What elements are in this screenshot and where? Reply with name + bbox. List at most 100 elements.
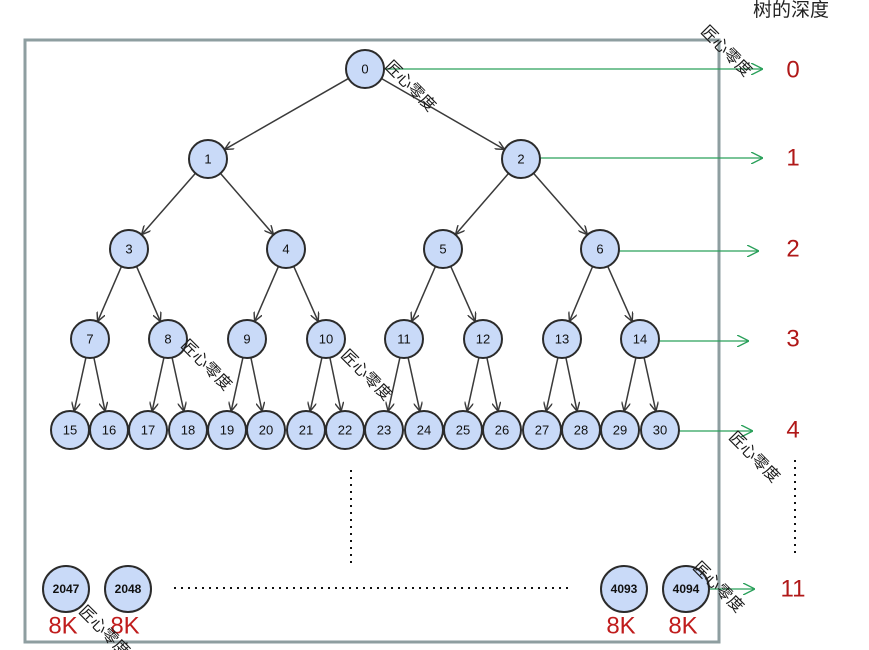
tree-node: 29: [600, 410, 640, 450]
tree-edge: [624, 357, 637, 411]
node-label: 23: [377, 423, 391, 438]
depth-header-label: 树的深度: [753, 0, 829, 21]
tree-edge: [74, 357, 87, 411]
node-circle: [227, 319, 267, 359]
node-circle: [246, 410, 286, 450]
node-label: 5: [439, 242, 446, 257]
node-label: 22: [338, 423, 352, 438]
node-label: 14: [633, 332, 647, 347]
node-circle: [384, 319, 424, 359]
tree-edge: [250, 357, 262, 411]
node-label: 12: [476, 332, 490, 347]
node-label: 27: [535, 423, 549, 438]
tree-node: 21: [286, 410, 326, 450]
tree-node: 19: [207, 410, 247, 450]
node-circle: [306, 319, 346, 359]
depth-label: 4: [786, 417, 799, 444]
tree-node: 9: [227, 319, 267, 359]
tree-node: 26: [482, 410, 522, 450]
bottom-node: 4093: [600, 565, 648, 613]
tree-node: 1: [188, 139, 228, 179]
tree-node: 27: [522, 410, 562, 450]
node-label: 4094: [673, 582, 700, 596]
node-label: 20: [259, 423, 273, 438]
node-label: 7: [86, 332, 93, 347]
tree-node: 16: [89, 410, 129, 450]
tree-edge: [565, 357, 577, 411]
tree-edge: [310, 357, 323, 411]
bottom-node: 2048: [104, 565, 152, 613]
tree-edge: [643, 357, 656, 411]
node-circle: [501, 139, 541, 179]
node-label: 2048: [115, 582, 142, 596]
node-label: 25: [456, 423, 470, 438]
tree-edge: [152, 357, 165, 411]
node-circle: [148, 319, 188, 359]
node-label: 1: [204, 152, 211, 167]
memory-size-label: 8K: [668, 613, 697, 640]
tree-node: 20: [246, 410, 286, 450]
node-label: 6: [596, 242, 603, 257]
tree-node: 2: [501, 139, 541, 179]
node-circle: [482, 410, 522, 450]
node-label: 19: [220, 423, 234, 438]
tree-node: 18: [168, 410, 208, 450]
node-circle: [188, 139, 228, 179]
tree-edge: [532, 172, 587, 234]
node-label: 4093: [611, 582, 638, 596]
tree-node: 3: [109, 229, 149, 269]
node-label: 29: [613, 423, 627, 438]
depth-label: 3: [786, 326, 799, 353]
node-label: 26: [495, 423, 509, 438]
tree-edge: [93, 357, 105, 411]
depth-label: 2: [786, 236, 799, 263]
memory-size-label: 8K: [606, 613, 635, 640]
node-label: 21: [299, 423, 313, 438]
tree-node: 30: [640, 410, 680, 450]
diagram-frame: [23, 38, 721, 644]
depth-label: 11: [781, 576, 806, 603]
watermark-text: 匠心零度: [337, 345, 396, 404]
node-circle: [70, 319, 110, 359]
node-circle: [266, 229, 306, 269]
node-circle: [345, 49, 385, 89]
tree-edge: [570, 266, 594, 321]
depth-arrows: [384, 69, 762, 589]
tree-edge: [225, 77, 349, 149]
node-circle: [662, 565, 710, 613]
tree-edge: [329, 357, 341, 411]
tree-node: 25: [443, 410, 483, 450]
node-circle: [423, 229, 463, 269]
node-circle: [620, 319, 660, 359]
watermark-text: 匠心零度: [725, 427, 784, 486]
node-label: 2: [517, 152, 524, 167]
node-label: 28: [574, 423, 588, 438]
tree-edge: [607, 266, 632, 320]
tree-node: 28: [561, 410, 601, 450]
node-label: 17: [141, 423, 155, 438]
depth-label: 1: [786, 145, 799, 172]
node-label: 2047: [53, 582, 80, 596]
memory-size-label: 8K: [48, 613, 77, 640]
tree-edge: [293, 266, 318, 320]
tree-node: 0: [345, 49, 385, 89]
node-circle: [364, 410, 404, 450]
tree-edge: [171, 357, 184, 411]
tree-edge: [486, 357, 498, 411]
tree-edge: [142, 172, 197, 234]
tree-edge: [412, 266, 437, 320]
tree-edge: [219, 172, 272, 234]
tree-edge: [450, 266, 475, 320]
tree-edge: [467, 357, 480, 411]
node-label: 13: [555, 332, 569, 347]
tree-node: 12: [463, 319, 503, 359]
tree-node: 14: [620, 319, 660, 359]
node-circle: [580, 229, 620, 269]
tree-edge: [456, 172, 510, 234]
node-circle: [640, 410, 680, 450]
node-label: 18: [181, 423, 195, 438]
